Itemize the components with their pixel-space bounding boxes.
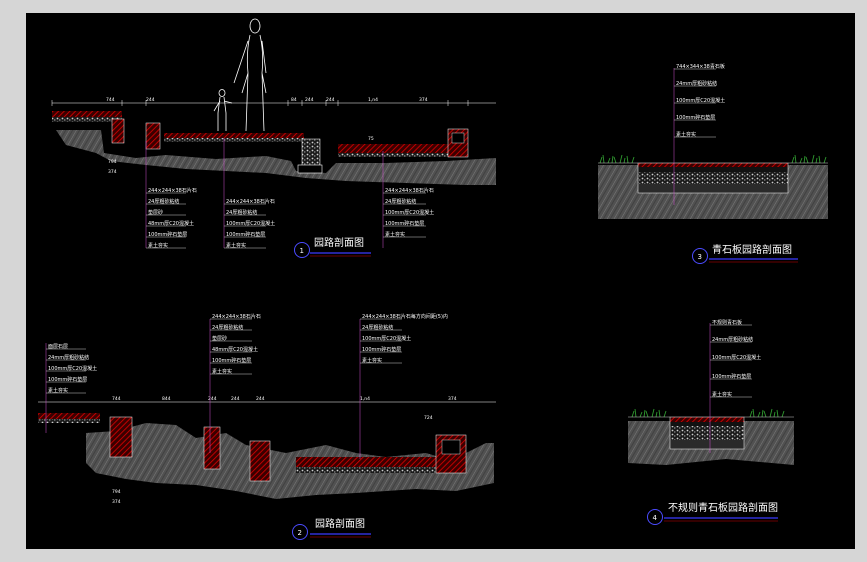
s1-note-c-2: 100mm厚C20混凝土 (385, 209, 434, 216)
s1-note-b-2: 100mm厚C20混凝土 (226, 220, 275, 227)
s1-note-a-1: 24厚粗砂粘结 (148, 198, 179, 205)
s2-note-right-2: 100mm厚C20混凝土 (362, 335, 411, 342)
s2-note-mid-2: 垫层砂 (212, 335, 227, 342)
s1-dim-0: 744 (106, 97, 115, 103)
s1-dim-6: 374 (419, 97, 428, 103)
s2-note-left-4: 素土夯实 (48, 387, 68, 394)
s2-note-mid-4: 100mm碎石垫层 (212, 357, 251, 364)
section-2-drawing: 744 844 244 244 244 1,n4 374 794 374 724… (38, 313, 496, 540)
s3-note-2: 100mm厚C20混凝土 (676, 97, 725, 104)
s4-number-circle (647, 509, 663, 525)
s2-note-right-3: 100mm碎石垫层 (362, 346, 401, 353)
s1-note-a-4: 100mm碎石垫层 (148, 231, 187, 238)
s2-note-mid-0: 244×244×38石片石 (212, 313, 261, 320)
s2-note-right-0: 244×244×38石片石每方向间距(5)内 (362, 313, 448, 320)
s2-number: 2 (298, 529, 302, 537)
s1-dim-9: 75 (368, 136, 374, 142)
s2-dim-3: 244 (231, 396, 240, 402)
s4-note-4: 素土夯实 (712, 391, 732, 398)
s2-note-left-1: 24mm厚粗砂粘结 (48, 354, 89, 361)
section-1-drawing: 744 244 84 244 244 1,n4 374 794 374 75 2… (51, 18, 496, 258)
s2-dim-8: 374 (112, 499, 121, 505)
drawing-svg: 744 244 84 244 244 1,n4 374 794 374 75 2… (38, 18, 828, 540)
s2-number-circle (292, 524, 308, 540)
s2-title: 园路剖面图 (315, 517, 365, 530)
s1-dim-2: 84 (291, 97, 297, 103)
s1-dim-1: 244 (146, 97, 155, 103)
s3-note-1: 24mm厚粗砂粘结 (676, 80, 717, 87)
s1-dim-7: 794 (108, 159, 117, 165)
s3-number: 3 (698, 253, 702, 261)
s3-note-0: 744×344×38青石板 (676, 63, 725, 70)
s2-dim-5: 1,n4 (360, 396, 370, 402)
s3-note-3: 100mm碎石垫层 (676, 114, 715, 121)
s4-note-1: 24mm厚粗砂粘结 (712, 336, 753, 343)
s1-note-c-0: 244×244×38石片石 (385, 187, 434, 194)
s1-note-b-0: 244×244×38石片石 (226, 198, 275, 205)
s1-note-c-1: 24厚粗砂粘结 (385, 198, 416, 205)
s1-note-a-2: 垫层砂 (148, 209, 163, 216)
s3-number-circle (692, 248, 708, 264)
s2-dim-9: 724 (424, 415, 433, 421)
s1-note-a-5: 素土夯实 (148, 242, 168, 249)
s2-dim-2: 244 (208, 396, 217, 402)
s2-dim-1: 844 (162, 396, 171, 402)
s1-note-c-3: 100mm碎石垫层 (385, 220, 424, 227)
s1-note-a-3: 48mm厚C20混凝土 (148, 220, 194, 227)
s2-dim-4: 244 (256, 396, 265, 402)
s4-title: 不规则青石板园路剖面图 (668, 501, 778, 514)
s1-note-b-4: 素土夯实 (226, 242, 246, 249)
s1-note-a-0: 244×244×38石片石 (148, 187, 197, 194)
s2-dim-0: 744 (112, 396, 121, 402)
s2-note-left-3: 100mm碎石垫层 (48, 376, 87, 383)
s1-note-b-1: 24厚粗砂粘结 (226, 209, 257, 216)
s1-dim-5: 1,n4 (368, 97, 378, 103)
s4-note-0: 不规则青石板 (712, 319, 742, 326)
s1-number-circle (294, 242, 310, 258)
s3-note-4: 素土夯实 (676, 131, 696, 138)
s1-dim-4: 244 (326, 97, 335, 103)
s4-note-2: 100mm厚C20混凝土 (712, 354, 761, 361)
s4-note-3: 100mm碎石垫层 (712, 373, 751, 380)
s1-title: 园路剖面图 (314, 236, 364, 249)
s1-dim-3: 244 (305, 97, 314, 103)
s1-note-c-4: 素土夯实 (385, 231, 405, 238)
s3-title: 青石板园路剖面图 (712, 243, 792, 256)
s1-dim-8: 374 (108, 169, 117, 175)
s2-note-mid-1: 24厚粗砂粘结 (212, 324, 243, 331)
s2-note-right-4: 素土夯实 (362, 357, 382, 364)
s2-note-left-0: 面层石层 (48, 344, 68, 350)
s2-dim-7: 794 (112, 489, 121, 495)
s2-note-left-2: 100mm厚C20混凝土 (48, 365, 97, 372)
s4-number: 4 (653, 514, 658, 522)
s2-note-right-1: 24厚粗砂粘结 (362, 324, 393, 331)
cad-drawing-canvas: 744 244 84 244 244 1,n4 374 794 374 75 2… (26, 13, 855, 549)
section-3-drawing: 744×344×38青石板 24mm厚粗砂粘结 100mm厚C20混凝土 100… (598, 63, 828, 264)
s1-number: 1 (300, 247, 304, 255)
s2-dim-6: 374 (448, 396, 457, 402)
s2-note-mid-5: 素土夯实 (212, 368, 232, 375)
s2-note-mid-3: 48mm厚C20混凝土 (212, 346, 258, 353)
section-4-drawing: 不规则青石板 24mm厚粗砂粘结 100mm厚C20混凝土 100mm碎石垫层 … (628, 319, 794, 525)
s1-note-b-3: 100mm碎石垫层 (226, 231, 265, 238)
